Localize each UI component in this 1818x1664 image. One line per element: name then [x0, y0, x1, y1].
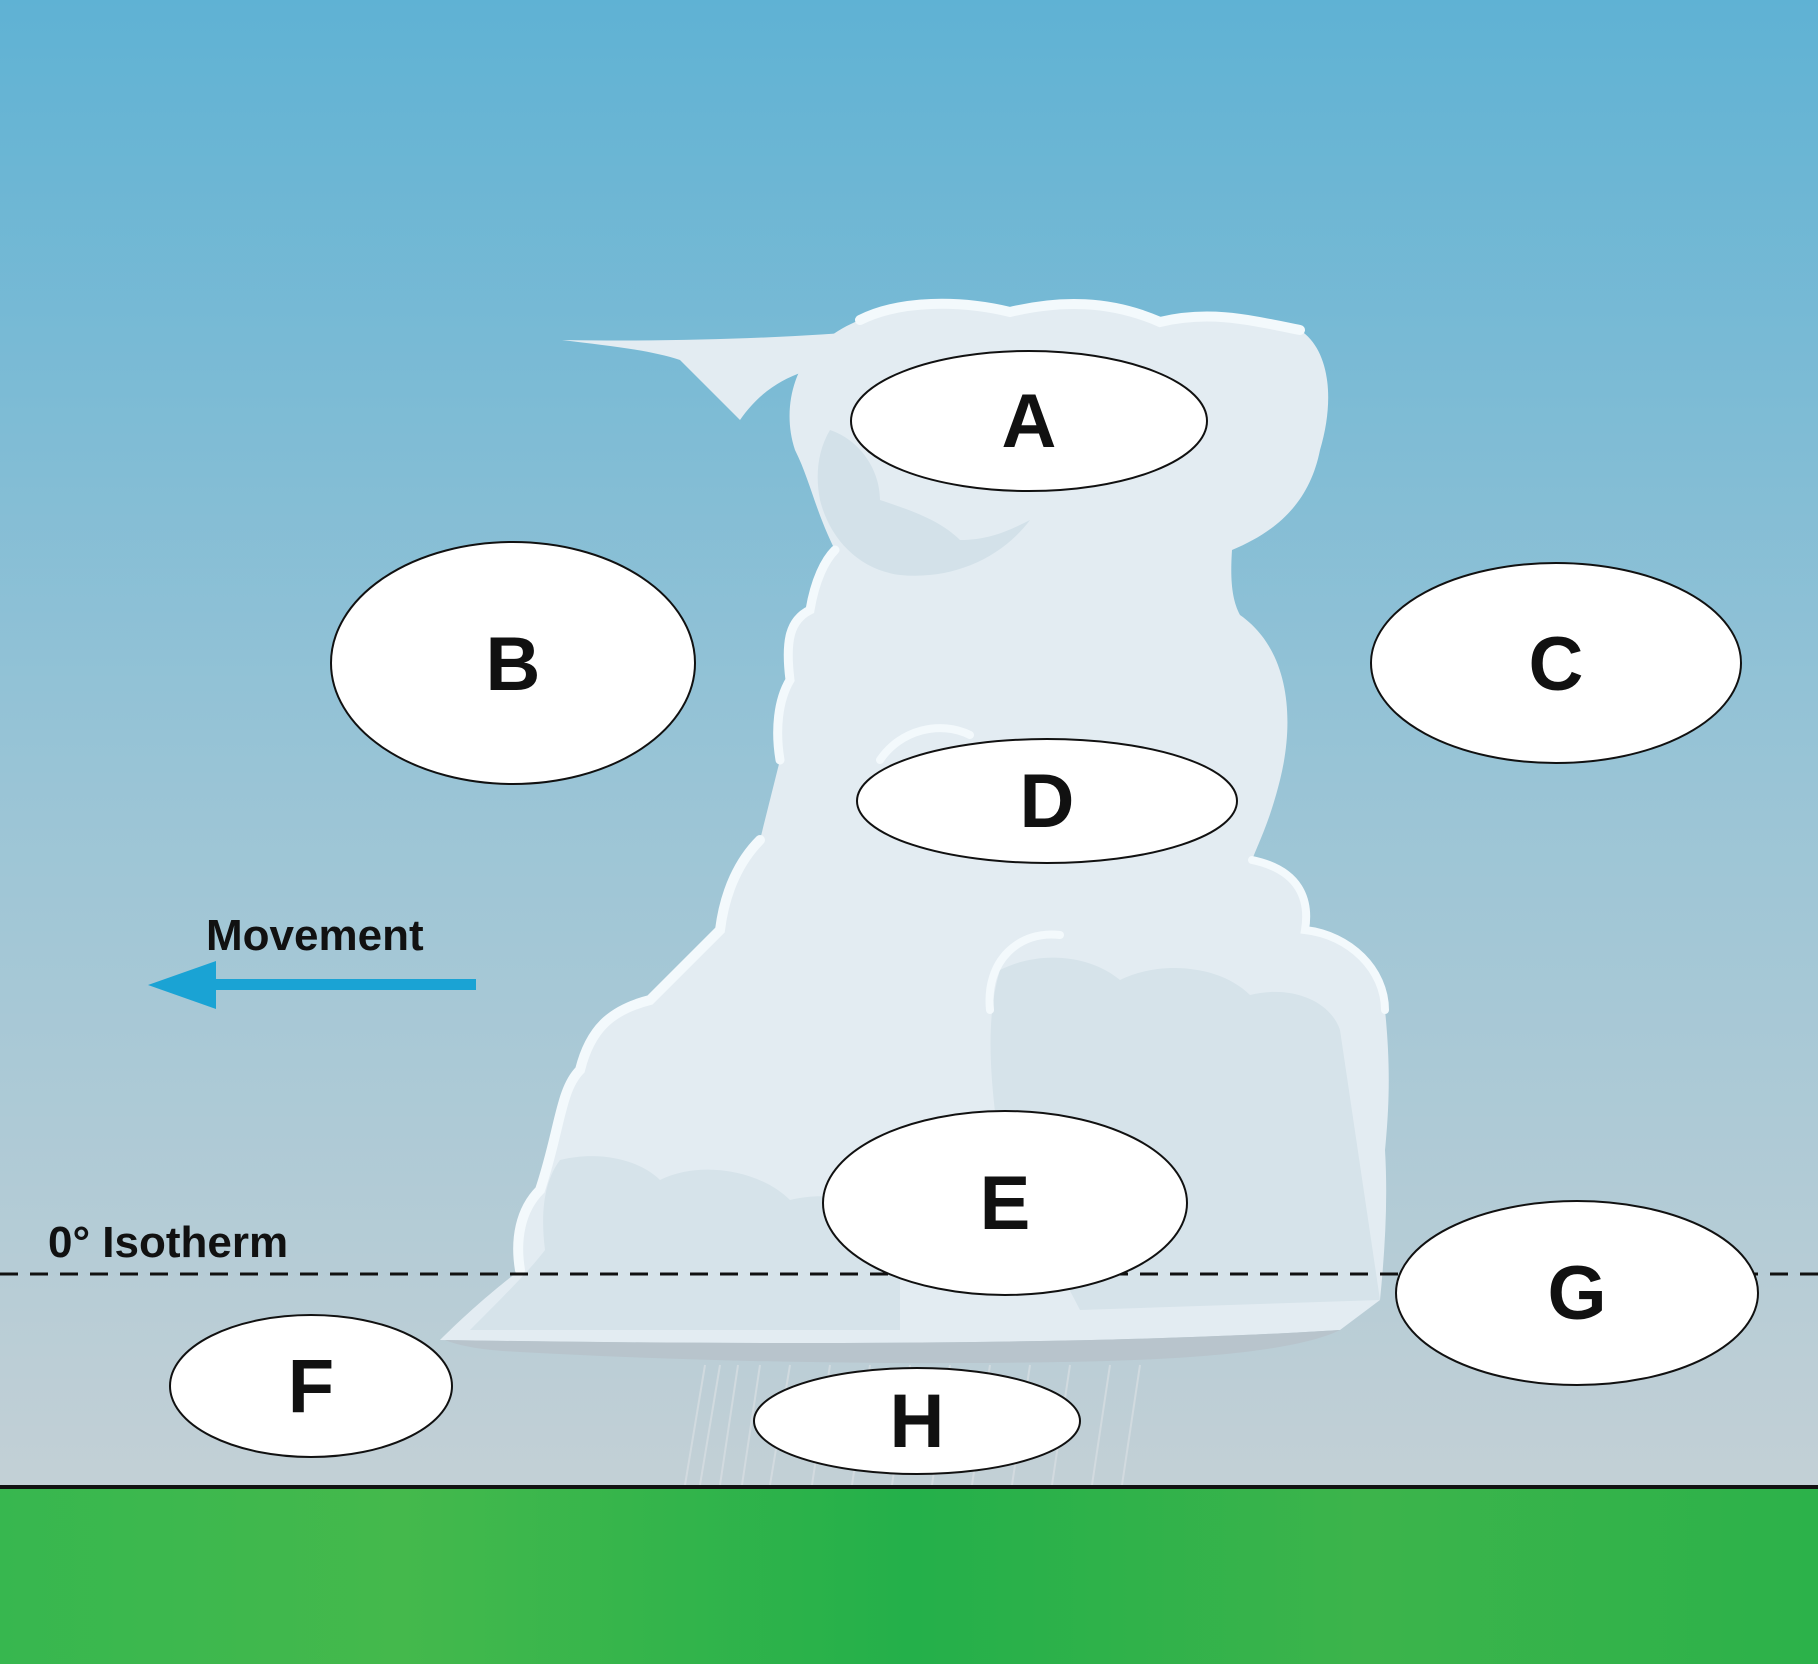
label-a: A: [1002, 379, 1057, 464]
label-bubble-a: A: [850, 350, 1208, 492]
label-b: B: [486, 622, 541, 707]
label-bubble-e: E: [822, 1110, 1188, 1296]
label-bubble-c: C: [1370, 562, 1742, 764]
label-bubble-f: F: [169, 1314, 453, 1458]
ground: [0, 1488, 1818, 1664]
label-d: D: [1020, 759, 1075, 844]
isotherm-caption: 0° Isotherm: [48, 1218, 288, 1267]
label-bubble-g: G: [1395, 1200, 1759, 1386]
label-f: F: [288, 1344, 334, 1429]
label-bubble-d: D: [856, 738, 1238, 864]
movement-caption: Movement: [206, 911, 424, 960]
label-e: E: [980, 1161, 1031, 1246]
movement-arrow-icon: [148, 961, 476, 1009]
label-c: C: [1529, 622, 1584, 707]
label-bubble-h: H: [753, 1367, 1081, 1475]
label-h: H: [890, 1379, 945, 1464]
label-g: G: [1547, 1251, 1606, 1336]
label-bubble-b: B: [330, 541, 696, 785]
